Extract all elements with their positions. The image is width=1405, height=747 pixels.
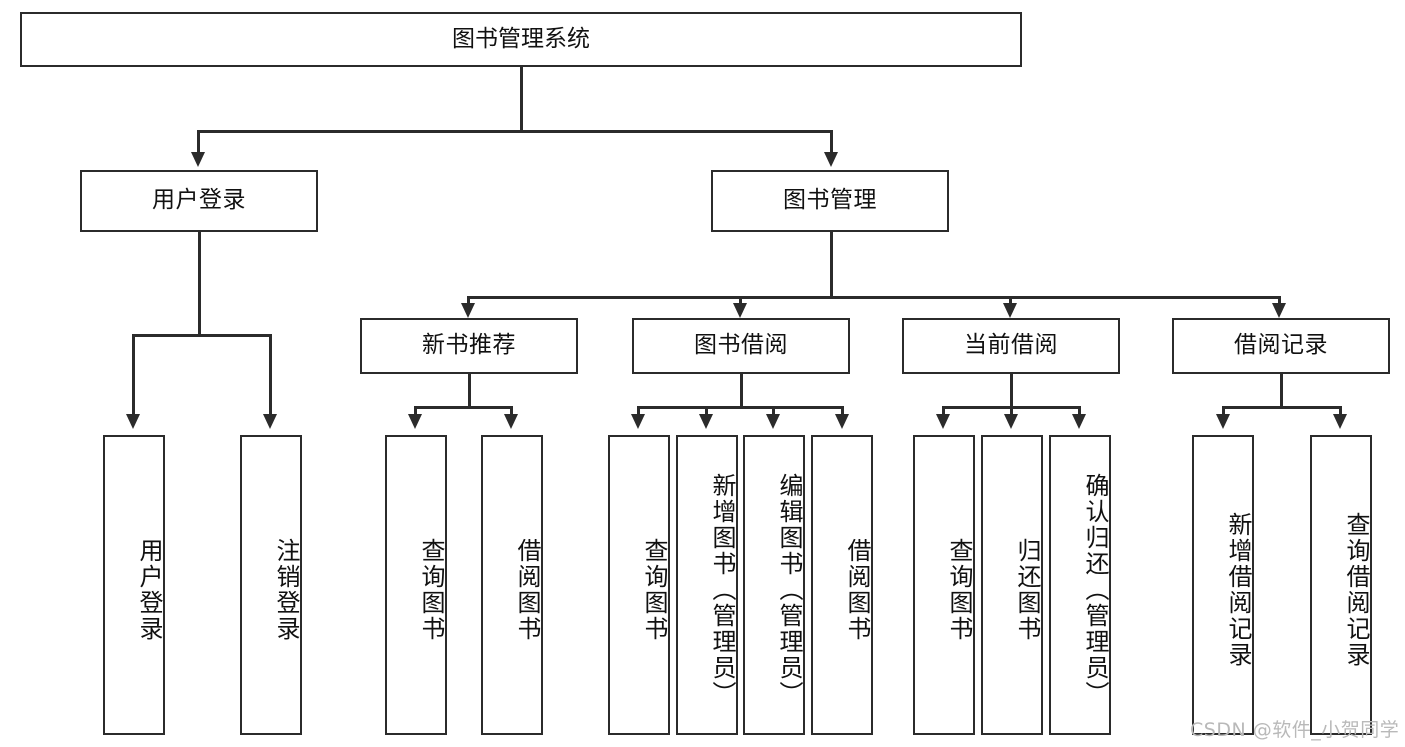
arrow-book-borrow-leaf-3 (766, 414, 780, 429)
edge-current-borrow-stem (1010, 374, 1013, 408)
node-label: 查询借阅记录 (1342, 512, 1370, 668)
edge-new-book-drop-1 (414, 406, 417, 418)
leaf-confirm-return-admin[interactable]: 确认归还（管理员） (1049, 435, 1111, 735)
node-label: 图书管理 (783, 187, 877, 214)
arrow-to-new-book-recommend (461, 303, 475, 318)
leaf-return-book[interactable]: 归还图书 (981, 435, 1043, 735)
edge-level2-bus (197, 130, 832, 133)
edge-new-book-bus (414, 406, 513, 409)
node-book-borrow[interactable]: 图书借阅 (632, 318, 850, 374)
edge-book-borrow-drop-2 (705, 406, 708, 418)
node-label: 图书管理系统 (452, 25, 590, 52)
arrow-book-borrow-leaf-1 (631, 414, 645, 429)
arrow-current-borrow-leaf-1 (936, 414, 950, 429)
edge-book-borrow-drop-3 (772, 406, 775, 418)
node-label: 注销登录 (272, 538, 300, 642)
edge-user-login-stem (198, 232, 201, 335)
arrow-book-borrow-leaf-4 (835, 414, 849, 429)
arrow-to-current-borrow (1003, 303, 1017, 318)
edge-root-stem (520, 67, 523, 131)
node-label: 编辑图书（管理员） (775, 473, 803, 707)
edge-level3-bus (467, 296, 1280, 299)
edge-to-user-login (197, 130, 200, 155)
leaf-edit-book-admin[interactable]: 编辑图书（管理员） (743, 435, 805, 735)
edge-borrow-record-drop-2 (1339, 406, 1342, 418)
edge-to-current-borrow (1009, 296, 1012, 306)
node-book-management[interactable]: 图书管理 (711, 170, 949, 232)
node-user-login[interactable]: 用户登录 (80, 170, 318, 232)
arrow-new-book-leaf-1 (408, 414, 422, 429)
arrow-to-borrow-record (1272, 303, 1286, 318)
edge-borrow-record-drop-1 (1222, 406, 1225, 418)
edge-user-login-bus (132, 334, 269, 337)
edge-to-book-management (830, 130, 833, 155)
leaf-query-book-recommend[interactable]: 查询图书 (385, 435, 447, 735)
node-label: 新增图书（管理员） (708, 473, 736, 707)
arrow-book-borrow-leaf-2 (699, 414, 713, 429)
arrow-to-user-login (191, 152, 205, 167)
edge-to-new-book-recommend (467, 296, 470, 306)
edge-to-book-borrow (739, 296, 742, 306)
edge-current-borrow-drop-3 (1078, 406, 1081, 418)
edge-user-login-drop-2 (269, 334, 272, 416)
node-label: 用户登录 (135, 538, 163, 642)
leaf-logout-login[interactable]: 注销登录 (240, 435, 302, 735)
node-label: 借阅图书 (513, 538, 541, 642)
node-label: 用户登录 (152, 187, 246, 214)
leaf-borrow-book[interactable]: 借阅图书 (811, 435, 873, 735)
leaf-borrow-book-recommend[interactable]: 借阅图书 (481, 435, 543, 735)
node-label: 查询图书 (945, 538, 973, 642)
leaf-add-borrow-record[interactable]: 新增借阅记录 (1192, 435, 1254, 735)
csdn-watermark: CSDN @软件_小贺同学 (1190, 719, 1400, 741)
leaf-query-book-current[interactable]: 查询图书 (913, 435, 975, 735)
leaf-query-book-borrow[interactable]: 查询图书 (608, 435, 670, 735)
arrow-borrow-record-leaf-1 (1216, 414, 1230, 429)
node-root-book-management-system[interactable]: 图书管理系统 (20, 12, 1022, 67)
arrow-current-borrow-leaf-3 (1072, 414, 1086, 429)
edge-borrow-record-bus (1222, 406, 1341, 409)
arrow-user-login-leaf-2 (263, 414, 277, 429)
node-label: 确认归还（管理员） (1081, 473, 1109, 707)
node-label: 当前借阅 (964, 332, 1058, 359)
leaf-query-borrow-record[interactable]: 查询借阅记录 (1310, 435, 1372, 735)
node-label: 新书推荐 (422, 332, 516, 359)
arrow-borrow-record-leaf-2 (1333, 414, 1347, 429)
node-label: 归还图书 (1013, 538, 1041, 642)
node-label: 图书借阅 (694, 332, 788, 359)
edge-new-book-stem (468, 374, 471, 408)
arrow-user-login-leaf-1 (126, 414, 140, 429)
edge-book-borrow-stem (740, 374, 743, 408)
edge-book-management-stem (830, 232, 833, 298)
node-new-book-recommend[interactable]: 新书推荐 (360, 318, 578, 374)
edge-book-borrow-drop-1 (637, 406, 640, 418)
node-current-borrow[interactable]: 当前借阅 (902, 318, 1120, 374)
arrow-to-book-management (824, 152, 838, 167)
arrow-to-book-borrow (733, 303, 747, 318)
edge-new-book-drop-2 (510, 406, 513, 418)
edge-borrow-record-stem (1280, 374, 1283, 408)
edge-user-login-drop-1 (132, 334, 135, 416)
arrow-current-borrow-leaf-2 (1004, 414, 1018, 429)
node-borrow-record[interactable]: 借阅记录 (1172, 318, 1390, 374)
edge-current-borrow-drop-1 (942, 406, 945, 418)
arrow-new-book-leaf-2 (504, 414, 518, 429)
edge-book-borrow-bus (637, 406, 844, 409)
leaf-user-login[interactable]: 用户登录 (103, 435, 165, 735)
leaf-add-book-admin[interactable]: 新增图书（管理员） (676, 435, 738, 735)
edge-to-borrow-record (1278, 296, 1281, 306)
node-label: 借阅图书 (843, 538, 871, 642)
node-label: 查询图书 (417, 538, 445, 642)
edge-current-borrow-drop-2 (1010, 406, 1013, 418)
node-label: 查询图书 (640, 538, 668, 642)
edge-book-borrow-drop-4 (841, 406, 844, 418)
node-label: 新增借阅记录 (1224, 512, 1252, 668)
node-label: 借阅记录 (1234, 332, 1328, 359)
